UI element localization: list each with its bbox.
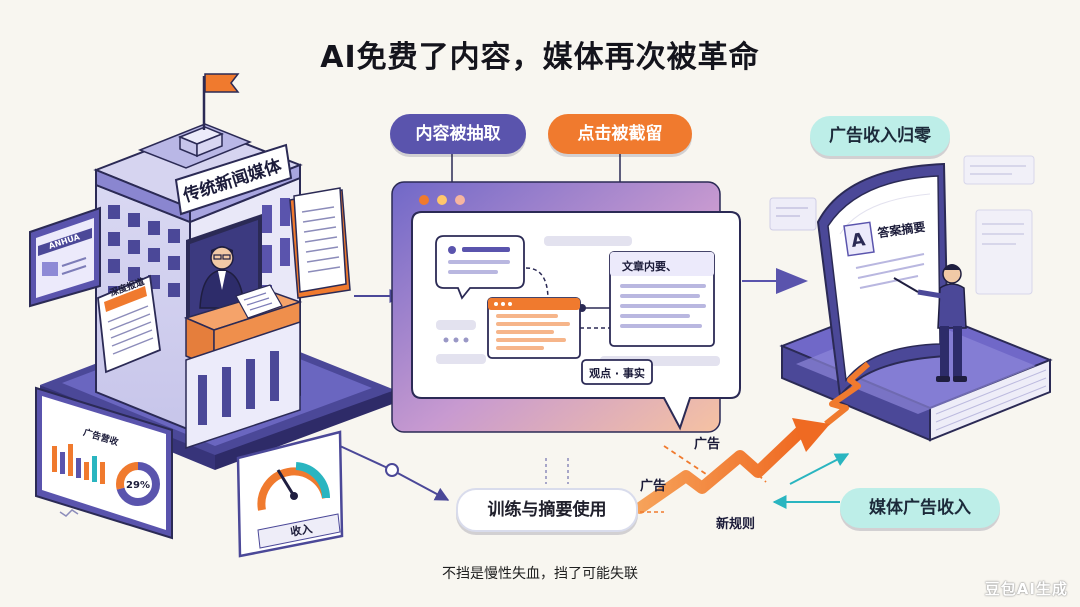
browser-to-book-arrow [742, 268, 808, 294]
book-letter: A [850, 229, 867, 252]
ad-trend-arrow [634, 418, 830, 514]
content-extracted-pill: 内容被抽取 [390, 114, 526, 154]
revenue-gauge [236, 430, 344, 558]
facts-tag: 观点 · 事实 [589, 366, 645, 380]
page-title: AI免费了内容，媒体再次被革命 [320, 40, 760, 75]
caption: 不挡是慢性失血，挡了可能失联 [442, 566, 638, 582]
training-summary-pill: 训练与摘要使用 [456, 488, 638, 532]
watermark: 豆包AI生成 [984, 580, 1068, 598]
new-rules-label: 新规则 [716, 516, 755, 532]
media-ad-revenue-pill: 媒体广告收入 [840, 488, 1000, 528]
tv-screen [29, 206, 101, 308]
doc-card-title: 文章内要、 [622, 259, 677, 273]
teal-up-arrow [789, 453, 850, 485]
dashboard-bars [52, 444, 105, 484]
right-newspaper [289, 187, 351, 299]
answer-book [769, 155, 1053, 442]
left-newspaper [97, 274, 161, 374]
ad-label-top: 广告 [694, 436, 720, 452]
donut-value: 29% [126, 480, 150, 491]
book-page-label: 答案摘要 [877, 219, 927, 241]
gauge-label: 收入 [289, 521, 313, 539]
ad-revenue-zero-pill: 广告收入归零 [810, 116, 950, 156]
clicks-intercepted-pill: 点击被截留 [548, 114, 692, 154]
ad-label-left: 广告 [640, 478, 666, 494]
browser-window [391, 181, 741, 433]
ad-revenue-dashboard [35, 386, 173, 540]
